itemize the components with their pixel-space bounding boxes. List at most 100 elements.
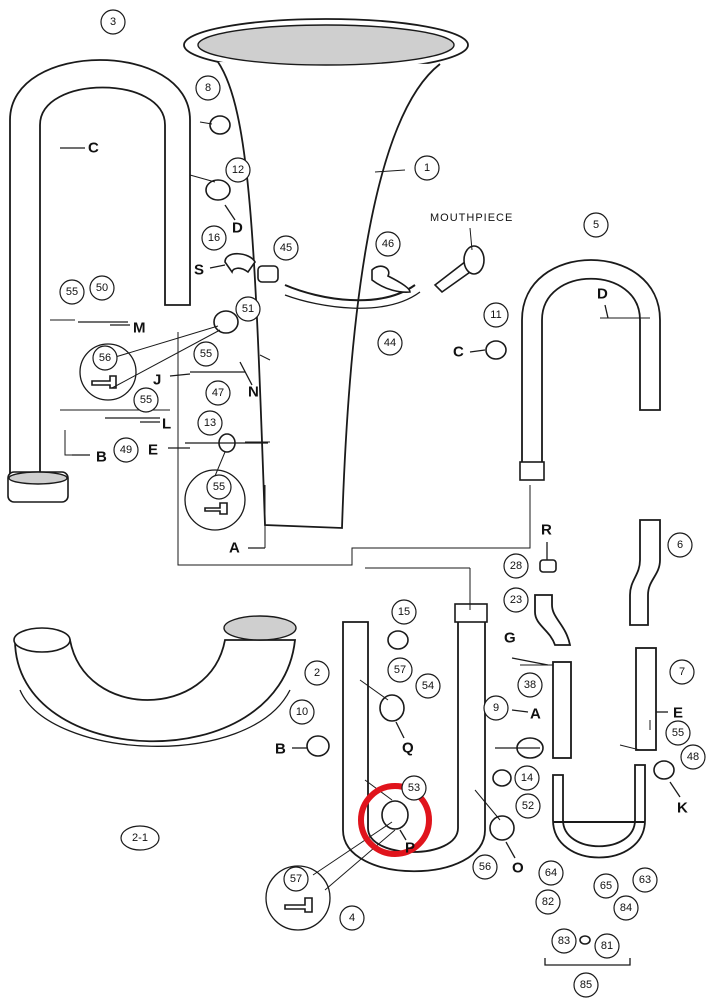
callout-49: 49: [113, 437, 139, 463]
callout-55: 55: [59, 279, 85, 305]
callout-7: 7: [669, 659, 695, 685]
callout-5: 5: [583, 212, 609, 238]
bow-tube-part-5: [519, 259, 661, 481]
callout-ring: [113, 437, 139, 463]
callout-ring: [583, 212, 609, 238]
mouthpiece: [433, 245, 485, 294]
part-12: [205, 179, 231, 201]
callout-number: 8: [205, 82, 211, 94]
callout-number: 83: [558, 935, 570, 947]
callout-ring: [669, 659, 695, 685]
callout-2: 2: [304, 660, 330, 686]
callout-number: 50: [96, 282, 108, 294]
detail-circle-55: [184, 469, 246, 531]
callout-number: 47: [212, 387, 224, 399]
callout-number: 38: [524, 679, 536, 691]
callout-47: 47: [205, 380, 231, 406]
callout-ring: [401, 775, 427, 801]
callout-ring: [483, 695, 509, 721]
letter-c-2: C: [453, 344, 464, 361]
part-14: [492, 769, 512, 787]
callout-number: 44: [384, 337, 396, 349]
callout-ring: [414, 155, 440, 181]
part-16: [224, 252, 256, 274]
callout-11: 11: [483, 302, 509, 328]
callout-ring: [515, 793, 541, 819]
callout-ring: [483, 302, 509, 328]
callout-63: 63: [632, 867, 658, 893]
callout-number: 7: [679, 666, 685, 678]
letter-b-1: B: [96, 449, 107, 466]
part-52: [489, 815, 515, 841]
callout-2-1: 2-1: [120, 825, 160, 851]
callout-12: 12: [225, 157, 251, 183]
letter-q: Q: [402, 740, 414, 757]
callout-44: 44: [377, 330, 403, 356]
part-81: [579, 935, 591, 945]
callout-number: 3: [110, 16, 116, 28]
callout-46: 46: [375, 231, 401, 257]
letter-o: O: [512, 860, 524, 877]
letter-b-2: B: [275, 741, 286, 758]
mouthpiece-label: MOUTHPIECE: [430, 212, 513, 224]
callout-50: 50: [89, 275, 115, 301]
callout-number: 51: [242, 303, 254, 315]
detail-circle-56: [79, 343, 137, 401]
callout-ring: [613, 895, 639, 921]
callout-ring: [503, 587, 529, 613]
callout-number: 45: [280, 242, 292, 254]
callout-number: 53: [408, 782, 420, 794]
callout-57-7: 57: [283, 866, 309, 892]
callout-ring: [92, 345, 118, 371]
letter-m: M: [133, 320, 146, 337]
callout-number: 81: [601, 940, 613, 952]
part-45: [257, 265, 279, 283]
letter-r: R: [541, 522, 552, 539]
callout-ring: [289, 699, 315, 725]
callout-number: 48: [687, 751, 699, 763]
letter-j: J: [153, 372, 161, 389]
part-8: [209, 115, 231, 135]
callout-number: 55: [200, 348, 212, 360]
callout-number: 5: [593, 219, 599, 231]
callout-number: 54: [422, 680, 434, 692]
callout-ring: [283, 866, 309, 892]
callout-ring: [235, 296, 261, 322]
callout-23: 23: [503, 587, 529, 613]
cap-part-28: [539, 559, 557, 573]
callout-6: 6: [667, 532, 693, 558]
callout-13: 13: [197, 410, 223, 436]
callout-82: 82: [535, 889, 561, 915]
callout-number: 16: [208, 232, 220, 244]
bow-part-2: [13, 615, 297, 747]
callout-number: 63: [639, 874, 651, 886]
callout-38: 38: [517, 672, 543, 698]
callout-ring: [59, 279, 85, 305]
letter-k: K: [677, 800, 688, 817]
bow-tube-part-3: [7, 59, 191, 503]
callout-number: 13: [204, 417, 216, 429]
callout-45: 45: [273, 235, 299, 261]
callout-ring: [415, 673, 441, 699]
tube-part-7: [635, 647, 657, 751]
part-53: [381, 800, 409, 830]
callout-48: 48: [680, 744, 706, 770]
highlight-circle: [358, 783, 432, 857]
callout-51: 51: [235, 296, 261, 322]
callout-ring: [503, 553, 529, 579]
callout-84: 84: [613, 895, 639, 921]
callout-number: 55: [140, 394, 152, 406]
callout-81: 81: [594, 933, 620, 959]
callout-15: 15: [391, 599, 417, 625]
callout-28: 28: [503, 553, 529, 579]
callout-number: 2-1: [132, 832, 148, 844]
callout-number: 10: [296, 706, 308, 718]
callout-ring: [206, 474, 232, 500]
callout-ring: [375, 231, 401, 257]
callout-ring: [133, 387, 159, 413]
callout-ring: [680, 744, 706, 770]
callout-9: 9: [483, 695, 509, 721]
part-51: [213, 310, 239, 334]
callout-number: 2: [314, 667, 320, 679]
callout-number: 52: [522, 800, 534, 812]
